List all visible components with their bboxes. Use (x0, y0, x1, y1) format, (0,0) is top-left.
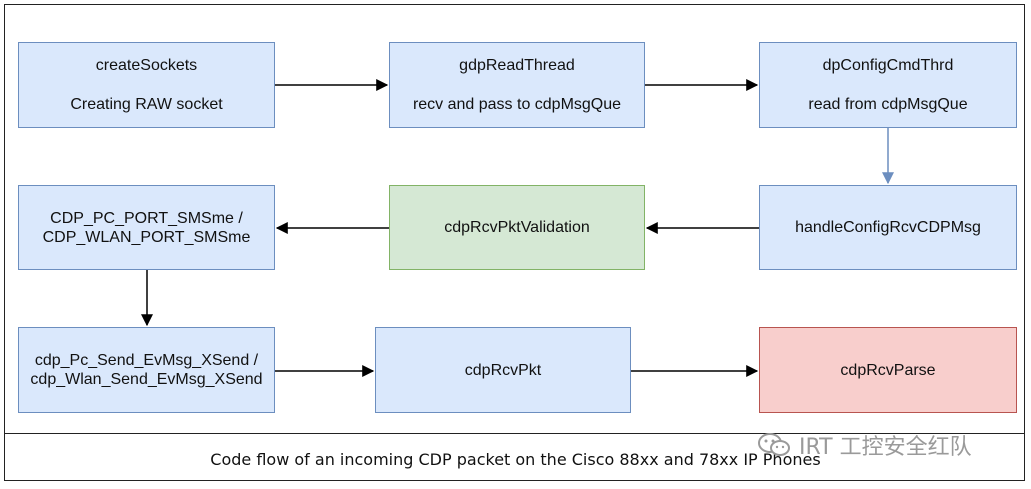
box-createsockets-desc: Creating RAW socket (70, 96, 223, 113)
box-cdprcvpktvalidation: cdpRcvPktValidation (389, 185, 645, 270)
box-dpconfigcmdthrd-desc: read from cdpMsgQue (808, 96, 968, 113)
box-cdprcvparse-label: cdpRcvParse (840, 361, 936, 379)
box-cdprcvpktvalidation-label: cdpRcvPktValidation (444, 219, 590, 236)
box-smsme-line2: CDP_WLAN_PORT_SMSme (42, 228, 251, 246)
box-gdpreadthread: gdpReadThread recv and pass to cdpMsgQue (389, 42, 645, 128)
box-handleconfigrcvcdpmsg: handleConfigRcvCDPMsg (759, 185, 1017, 270)
box-createsockets-title: createSockets (95, 57, 198, 74)
box-dpconfigcmdthrd: dpConfigCmdThrd read from cdpMsgQue (759, 42, 1017, 128)
box-xsend-line2: cdp_Wlan_Send_EvMsg_XSend (30, 371, 263, 388)
box-xsend: cdp_Pc_Send_EvMsg_XSend / cdp_Wlan_Send_… (18, 327, 275, 413)
box-gdpreadthread-title: gdpReadThread (459, 57, 575, 74)
box-createsockets: createSockets Creating RAW socket (18, 42, 275, 128)
figure-caption: Code flow of an incoming CDP packet on t… (210, 450, 821, 469)
box-dpconfigcmdthrd-title: dpConfigCmdThrd (822, 57, 954, 74)
box-smsme: CDP_PC_PORT_SMSme / CDP_WLAN_PORT_SMSme (18, 185, 275, 270)
wechat-icon (758, 433, 790, 456)
box-xsend-line1: cdp_Pc_Send_EvMsg_XSend / (34, 352, 259, 369)
box-cdprcvpkt-label: cdpRcvPkt (464, 361, 542, 379)
watermark-text: IRT 工控安全红队 (799, 435, 972, 460)
box-smsme-line1: CDP_PC_PORT_SMSme / (50, 209, 243, 227)
watermark: IRT 工控安全红队 (757, 429, 972, 461)
caption-divider (4, 433, 1025, 434)
box-gdpreadthread-desc: recv and pass to cdpMsgQue (412, 96, 622, 113)
figure-frame (4, 4, 1025, 481)
box-cdprcvparse: cdpRcvParse (759, 327, 1017, 413)
box-cdprcvpkt: cdpRcvPkt (375, 327, 631, 413)
box-handleconfigrcvcdpmsg-label: handleConfigRcvCDPMsg (795, 219, 981, 236)
